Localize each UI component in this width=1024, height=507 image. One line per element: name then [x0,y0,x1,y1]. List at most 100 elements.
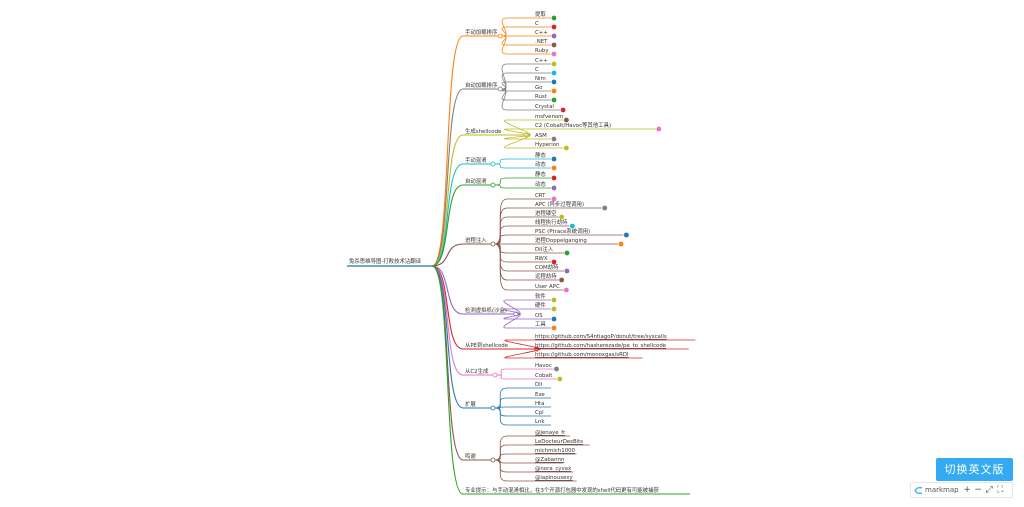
branch-8[interactable]: 从PE到shellcodehttps://github.com/S4ntiago… [431,265,696,359]
leaf-dot [551,24,557,30]
leaf-dot [551,42,557,48]
markmap-brand: markmap [925,486,959,494]
leaf-node[interactable]: Go [501,85,557,94]
leaf-node[interactable]: 动态 [494,180,557,191]
leaf-label: Dll [535,382,542,388]
markmap-toolbar: markmap + − ⤢ ⛶ [910,482,1013,498]
leaf-label: Exe [535,392,545,398]
branch-label: 鸣谢 [465,452,476,460]
markmap-logo[interactable]: markmap [911,483,962,497]
leaf-link[interactable]: https://github.com/hasherezade/pe_to_she… [535,343,667,349]
leaf-node[interactable]: C++ [501,30,557,39]
leaf-node[interactable]: COM劫持 [494,243,570,274]
leaf-dot [564,287,569,293]
leaf-node[interactable]: 提取 [501,10,557,37]
collapse-toggle[interactable] [490,457,496,463]
zoom-out-button[interactable]: − [974,485,982,495]
leaf-label: C2 (Cobalt/Havoc等其他工具) [535,121,611,129]
leaf-node[interactable]: C [501,67,557,90]
leaf-link[interactable]: @Jenaye_fr [535,430,566,436]
branch-label: 扩展 [465,400,476,408]
leaf-dot [551,51,557,57]
leaf-node[interactable]: 进程镂空 [494,209,564,245]
leaf-label: COM劫持 [535,263,559,271]
leaf-node[interactable]: Havoc [496,363,559,376]
leaf-node[interactable]: @lapinousexy [494,459,577,482]
leaf-node[interactable]: Cpl [494,407,551,417]
leaf-node[interactable]: Hyperion [504,134,569,151]
leaf-dot [551,97,557,103]
collapse-toggle[interactable] [492,372,498,378]
leaf-label: 工具 [535,321,546,328]
leaf-node[interactable]: C [501,21,557,37]
leaf-node[interactable]: Crystal [501,88,566,113]
leaf-link[interactable]: https://github.com/S4ntiagoP/donut/tree/… [535,334,667,340]
branch-label: 自动加载排序 [465,81,498,89]
leaf-link[interactable]: LeDocteurDesBits [535,439,583,445]
leaf-dot [551,259,557,265]
branch-label: 手动加载排序 [465,28,498,36]
leaf-link[interactable]: michmich1000 [535,448,576,454]
collapse-toggle[interactable] [490,405,496,411]
leaf-node[interactable]: https://github.com/hasherezade/pe_to_she… [504,343,689,350]
zoom-in-button[interactable]: + [963,485,971,495]
leaf-node[interactable]: Hta [494,401,551,409]
leaf-label: msfvenom [535,114,563,120]
leaf-dot [618,241,624,247]
leaf-dot [560,107,566,113]
leaf-link[interactable]: @Zabannn [535,457,564,463]
leaf-node[interactable]: C++ [501,58,557,90]
leaf-label: Hta [535,401,544,407]
leaf-node[interactable]: 静态 [494,151,557,165]
leaf-node[interactable]: 工具 [503,313,557,331]
leaf-node[interactable]: @Zabannn [494,457,564,464]
collapse-toggle[interactable] [490,241,496,247]
leaf-node[interactable]: 静态 [494,170,557,186]
leaf-link[interactable]: https://github.com/monoxgas/sRDI [535,352,629,358]
branch-label: 进程注入 [465,236,487,244]
leaf-node[interactable]: DII注入 [494,243,570,256]
switch-english-button[interactable]: 切换英文版 [936,458,1013,481]
leaf-label: Cobalt [535,373,552,379]
collapse-toggle[interactable] [490,182,496,188]
collapse-toggle[interactable] [497,33,503,39]
root-node[interactable]: 免杀思维导图-打败技术沾翻译 [347,257,432,267]
leaf-dot [551,297,557,303]
leaf-node[interactable]: https://github.com/monoxgas/sRDI [504,348,643,359]
leaf-link[interactable]: @lapinousexy [535,475,573,481]
branch-label: 手动混淆 [465,156,487,164]
leaf-node[interactable]: 硬件 [503,301,557,315]
leaf-node[interactable]: Cobalt [496,373,563,382]
leaf-node[interactable]: 进程Doppelganging [495,236,624,247]
leaf-node[interactable]: .NET [501,35,557,48]
leaf-node[interactable]: User APC [494,243,569,293]
leaf-node[interactable]: Nim [501,76,557,90]
leaf-dot [624,232,629,238]
fit-window-button[interactable]: ⤢ [985,485,993,495]
leaf-label: 动态 [535,180,546,188]
leaf-node[interactable]: Dll [494,382,551,409]
collapse-toggle[interactable] [497,86,503,92]
branch-label: 检测虚拟机(沙盒) [465,306,507,314]
fullscreen-button[interactable]: ⛶ [996,485,1004,495]
collapse-toggle[interactable] [490,161,496,167]
leaf-node[interactable]: 软件 [503,292,557,315]
branch-12[interactable]: 专业提示：与手动混淆相比，在3个开源打包器中发现的shell代码更有可能被捕获 [431,265,690,495]
leaf-link[interactable]: @nora_cyvax [535,466,572,472]
leaf-node[interactable]: Ruby [501,35,557,57]
leaf-node[interactable]: Lnk [494,407,551,426]
leaf-node[interactable]: CRT [494,193,557,245]
leaf-node[interactable]: 动态 [494,160,557,171]
leaf-label: 进程镂空 [535,209,557,217]
